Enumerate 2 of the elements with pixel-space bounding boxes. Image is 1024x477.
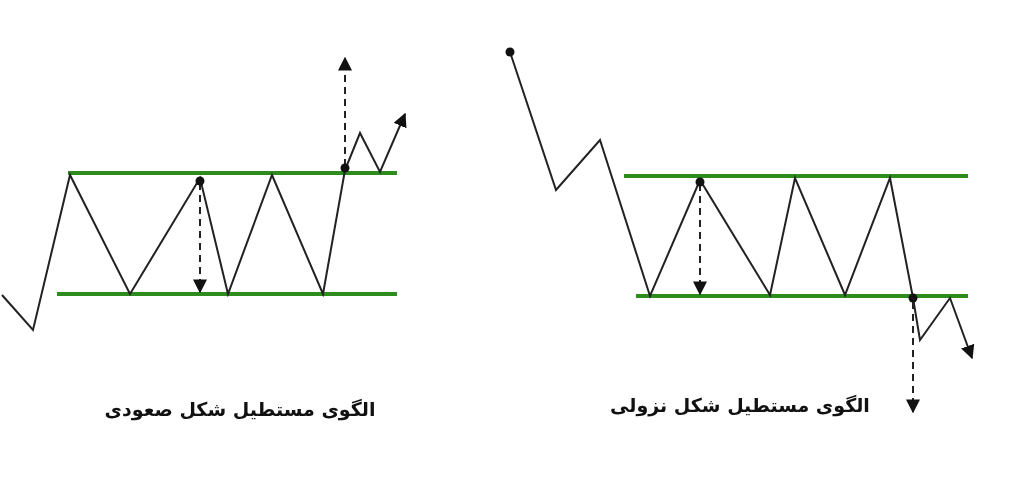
pattern-caption: الگوی مستطیل شکل صعودی [104, 398, 376, 420]
pattern-caption: الگوی مستطیل شکل نزولی [610, 394, 870, 416]
